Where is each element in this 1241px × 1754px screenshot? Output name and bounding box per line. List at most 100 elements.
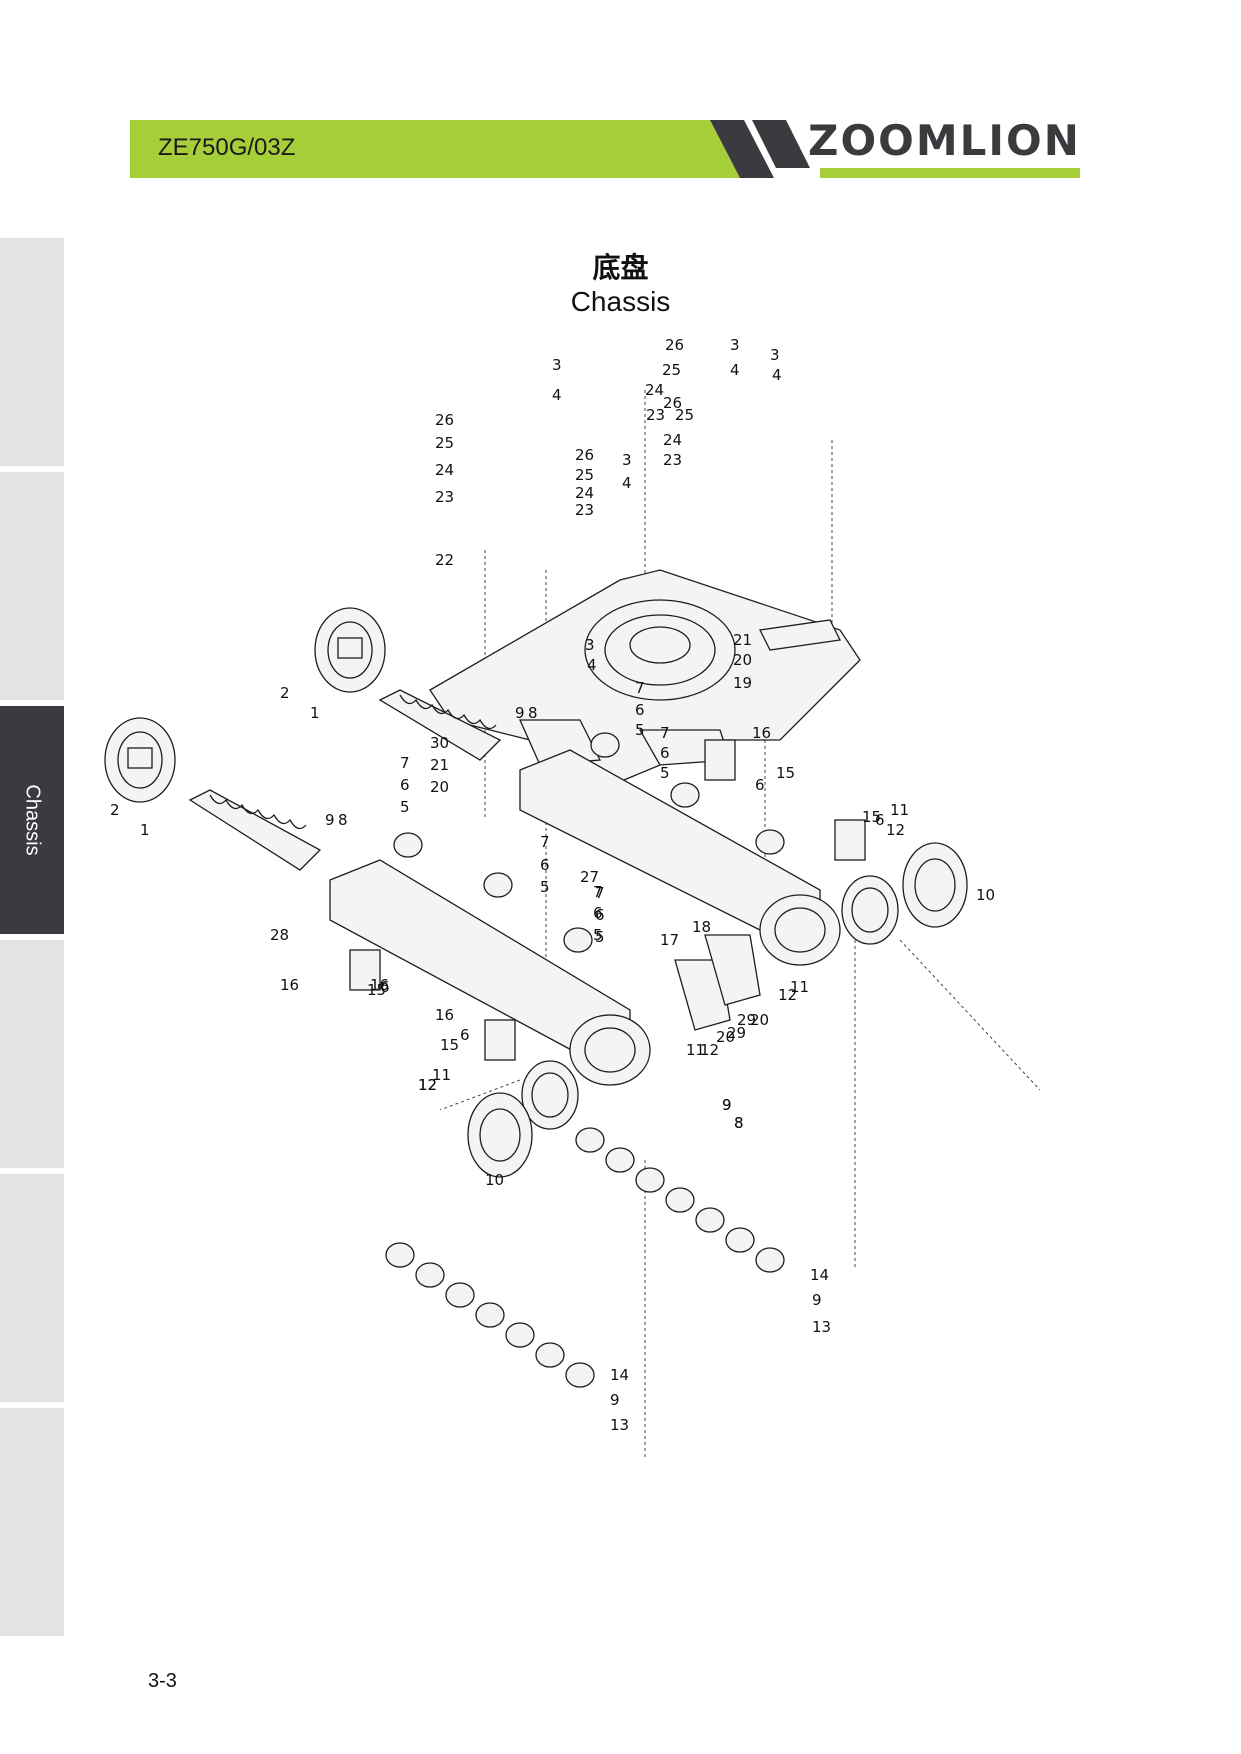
callout-23: 23 bbox=[575, 501, 594, 519]
side-tab-1[interactable] bbox=[0, 238, 64, 466]
callout-7: 7 bbox=[540, 833, 550, 851]
side-tab-chassis[interactable]: Chassis bbox=[0, 706, 64, 934]
callout-7: 7 bbox=[400, 754, 410, 772]
callout-20: 20 bbox=[733, 651, 752, 669]
callout-3: 3 bbox=[622, 451, 632, 469]
callout-15: 15 bbox=[440, 1036, 459, 1054]
callout-20: 20 bbox=[750, 1011, 769, 1029]
header-green-underline bbox=[820, 168, 1080, 178]
callout-11: 11 bbox=[686, 1041, 705, 1059]
callout-16: 16 bbox=[370, 976, 389, 994]
sprocket-covers bbox=[674, 934, 761, 1031]
idler-upper bbox=[314, 607, 386, 693]
callout-7: 7 bbox=[660, 724, 670, 742]
callout-6: 6 bbox=[593, 904, 603, 922]
callout-24: 24 bbox=[435, 461, 454, 479]
header-dark-stripe bbox=[710, 120, 774, 178]
track-rollers-right bbox=[575, 1127, 785, 1273]
callout-9: 9 bbox=[722, 1096, 732, 1114]
track-frame-right bbox=[519, 749, 841, 966]
callout-23: 23 bbox=[663, 451, 682, 469]
sprocket-right bbox=[902, 842, 968, 928]
callout-11: 11 bbox=[432, 1066, 451, 1084]
callout-6: 6 bbox=[380, 978, 390, 996]
chassis-exploded-diagram: 3434262524233426252423262524233426252423… bbox=[104, 336, 1041, 1460]
callout-5: 5 bbox=[400, 798, 410, 816]
callout-12: 12 bbox=[418, 1076, 437, 1094]
callout-20: 20 bbox=[430, 778, 449, 796]
callout-16: 16 bbox=[752, 724, 771, 742]
recoil-spring-upper bbox=[378, 689, 502, 761]
callout-9: 9 bbox=[812, 1291, 822, 1309]
callout-25: 25 bbox=[662, 361, 681, 379]
callout-7: 7 bbox=[635, 679, 645, 697]
callout-7: 7 bbox=[595, 884, 605, 902]
page-title-cn: 底盘 bbox=[592, 251, 649, 284]
callout-16: 16 bbox=[280, 976, 299, 994]
track-frame-left bbox=[329, 859, 651, 1086]
callout-24: 24 bbox=[575, 484, 594, 502]
callout-26: 26 bbox=[435, 411, 454, 429]
callout-4: 4 bbox=[552, 386, 562, 404]
callout-17: 17 bbox=[660, 931, 679, 949]
callout-2: 2 bbox=[110, 801, 120, 819]
travel-motor-right bbox=[841, 875, 899, 945]
callout-25: 25 bbox=[675, 406, 694, 424]
callout-13: 13 bbox=[610, 1416, 629, 1434]
track-guards bbox=[349, 739, 866, 1061]
callout-3: 3 bbox=[770, 346, 780, 364]
carrier-rollers bbox=[393, 732, 785, 953]
track-rollers-left bbox=[385, 1242, 595, 1388]
side-tab-2[interactable] bbox=[0, 472, 64, 700]
callout-8: 8 bbox=[734, 1114, 744, 1132]
callout-12: 12 bbox=[700, 1041, 719, 1059]
side-tab-6[interactable] bbox=[0, 1408, 64, 1636]
callout-29: 29 bbox=[727, 1024, 746, 1042]
header-green-band bbox=[130, 120, 740, 178]
callout-12: 12 bbox=[886, 821, 905, 839]
callout-6: 6 bbox=[540, 856, 550, 874]
brand-logo: ZOOMLION bbox=[808, 116, 1081, 165]
callout-6: 6 bbox=[635, 701, 645, 719]
callout-8: 8 bbox=[734, 1114, 744, 1132]
callout-22: 22 bbox=[435, 551, 454, 569]
callout-5: 5 bbox=[660, 764, 670, 782]
callout-5: 5 bbox=[593, 926, 603, 944]
callout-6: 6 bbox=[755, 776, 765, 794]
callout-1: 1 bbox=[310, 704, 320, 722]
callout-3: 3 bbox=[585, 636, 595, 654]
callout-26: 26 bbox=[575, 446, 594, 464]
callout-21: 21 bbox=[430, 756, 449, 774]
callout-26: 26 bbox=[663, 394, 682, 412]
callout-23: 23 bbox=[646, 406, 665, 424]
page-number: 3-3 bbox=[148, 1670, 177, 1692]
callout-15: 15 bbox=[776, 764, 795, 782]
side-tab-4[interactable] bbox=[0, 940, 64, 1168]
callout-4: 4 bbox=[622, 474, 632, 492]
callout-28: 28 bbox=[270, 926, 289, 944]
callout-5: 5 bbox=[595, 928, 605, 946]
callout-4: 4 bbox=[730, 361, 740, 379]
callout-24: 24 bbox=[645, 381, 664, 399]
callout-6: 6 bbox=[595, 906, 605, 924]
callout-3: 3 bbox=[730, 336, 740, 354]
callout-14: 14 bbox=[610, 1366, 629, 1384]
callout-1: 1 bbox=[140, 821, 150, 839]
callout-9: 9 bbox=[722, 1096, 732, 1114]
part-callouts: 3434262524233426252423262524233426252423… bbox=[110, 336, 995, 1434]
assembly-guide-lines bbox=[439, 390, 1041, 1460]
callout-10: 10 bbox=[485, 1171, 504, 1189]
callout-4: 4 bbox=[587, 656, 597, 674]
callout-18: 18 bbox=[692, 918, 711, 936]
page-title-en: Chassis bbox=[570, 286, 671, 317]
callout-9: 9 bbox=[610, 1391, 620, 1409]
side-tab-5[interactable] bbox=[0, 1174, 64, 1402]
travel-motor-left bbox=[521, 1060, 579, 1130]
callout-3: 3 bbox=[552, 356, 562, 374]
callout-10: 10 bbox=[976, 886, 995, 904]
callout-8: 8 bbox=[528, 704, 538, 722]
callout-23: 23 bbox=[435, 488, 454, 506]
callout-30: 30 bbox=[430, 734, 449, 752]
callout-12: 12 bbox=[778, 986, 797, 1004]
callout-2: 2 bbox=[280, 684, 290, 702]
